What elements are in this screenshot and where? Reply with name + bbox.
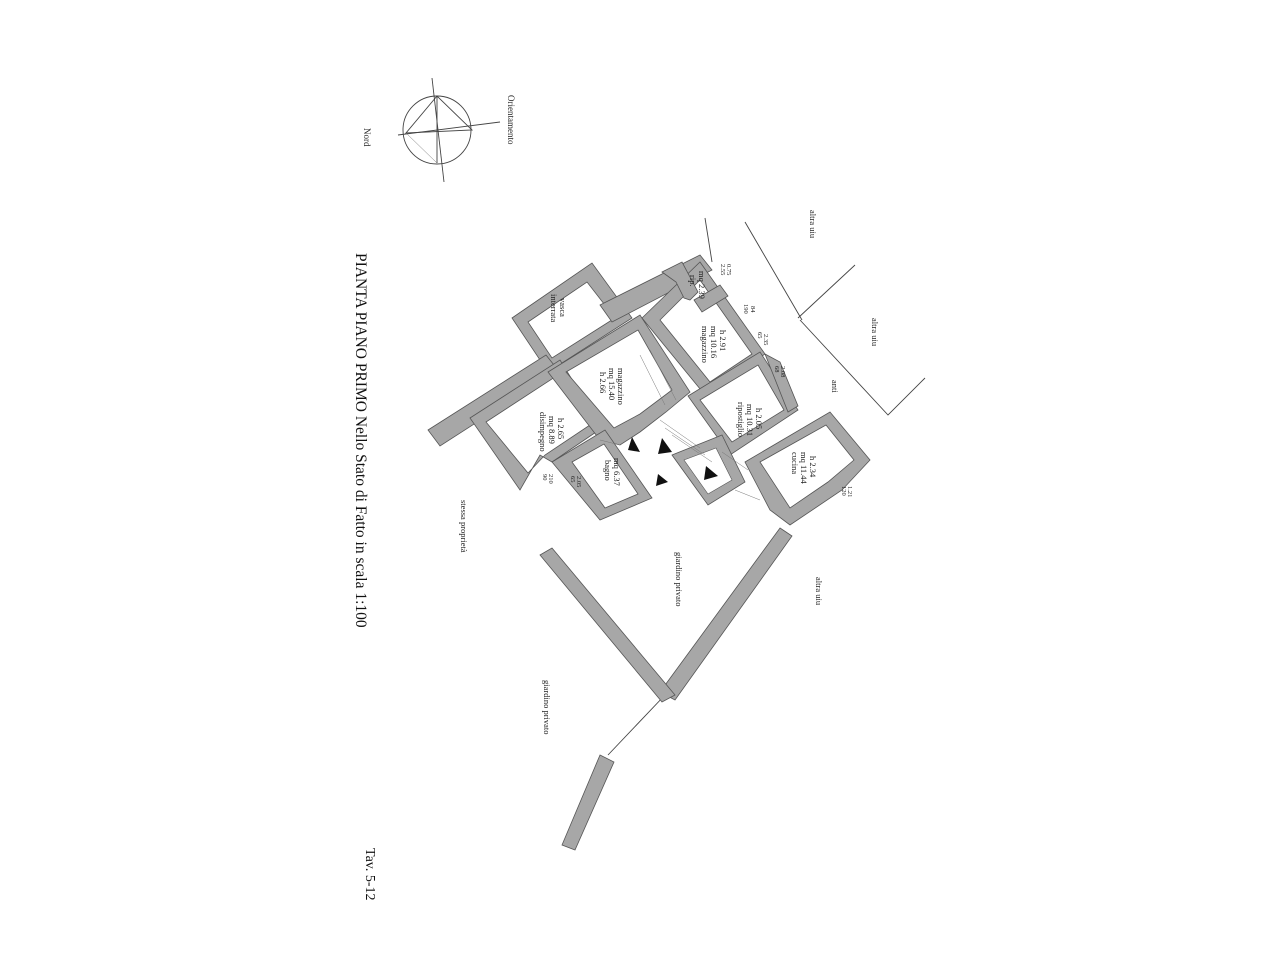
room-ripostiglio-area: mq 10.31 (745, 404, 755, 436)
room-cucina-area: mq 11.44 (799, 452, 809, 485)
stair-line-1 (639, 354, 666, 406)
label-stessa-proprieta: stessa proprietà (459, 500, 469, 553)
neighbour-boundary-b (797, 264, 856, 319)
room-magazzino-2-area: mq 15.40 (607, 368, 617, 400)
label-giardino-privato-2: giardino privato (542, 680, 552, 735)
dim-6: 2.35 (762, 334, 769, 345)
dim-8: 2.08 (779, 366, 786, 377)
plan-title: PIANTA PIANO PRIMO Nello Stato di Fatto … (352, 253, 369, 628)
dim-13: 120 (840, 486, 847, 496)
arrow-marker-2-icon (658, 438, 672, 454)
room-magazzino-1-h: h 2.91 (718, 330, 728, 351)
wall-cucina (744, 411, 871, 526)
wall-garden-left (539, 547, 676, 703)
compass-line-d (405, 132, 438, 164)
dim-11: 65 (569, 476, 576, 483)
room-rip-area: mq 2.39 (697, 271, 707, 299)
room-magazzino-2-h: h 2.66 (598, 372, 608, 393)
neighbour-boundary-c (799, 319, 926, 416)
dim-3: 84 (749, 306, 756, 313)
wall-disimpegno (469, 359, 603, 491)
label-altra-uiu-top: altra uiu (808, 210, 818, 239)
wall-rip-inner (693, 284, 729, 313)
direction-markers (628, 437, 718, 486)
north-label: Nord (362, 128, 372, 147)
dim-9: 90 (541, 474, 548, 481)
wall-bagno (551, 429, 653, 521)
room-ripostiglio-h: h 2.05 (754, 408, 764, 429)
stair-line-4 (664, 427, 706, 456)
context-labels: altra uiu altra uiu anti altra uiu stess… (459, 210, 880, 735)
room-bagno-name: bagno (603, 460, 613, 481)
arrow-marker-1-icon (628, 437, 640, 452)
door-line-1 (599, 439, 621, 446)
dim-1: 2.55 (719, 264, 726, 275)
room-magazzino-2-name: magazzino (616, 368, 626, 405)
stair-line-3 (659, 419, 701, 449)
stair-line-5 (671, 434, 713, 463)
room-cucina-name: cucina (790, 452, 800, 474)
label-altra-uiu-bottom: altra uiu (814, 577, 824, 606)
interior-details (599, 349, 761, 501)
room-disimpegno-name: disimpegno (538, 412, 548, 452)
compass-rose: Orientamento Nord (362, 77, 516, 183)
room-bagno-area: mq 6.37 (612, 458, 622, 486)
dim-12: 2.05 (575, 476, 582, 487)
room-disimpegno-area: mq 8.89 (547, 416, 557, 444)
dim-7: 68 (773, 366, 780, 373)
room-rip-name: rip. (688, 275, 698, 287)
room-labels: vasca interrata rip. mq 2.39 magazzino m… (538, 271, 818, 486)
room-cucina-h: h 2.34 (808, 456, 818, 478)
room-magazzino-1-area: mq 10.16 (709, 326, 719, 358)
compass-label: Orientamento (506, 95, 516, 145)
arrow-marker-4-icon (704, 466, 718, 480)
door-line-2 (721, 451, 749, 471)
label-giardino-privato-1: giardino privato (674, 552, 684, 607)
arrow-marker-3-icon (656, 474, 668, 486)
wall-ripostiglio (687, 351, 799, 456)
stair-line-2 (649, 349, 677, 401)
neighbour-boundary-a (744, 221, 803, 321)
dim-4: 190 (742, 304, 749, 314)
room-magazzino-1-name: magazzino (700, 326, 710, 363)
room-vasca-name: vasca (558, 298, 568, 317)
room-ripostiglio-name: ripostiglio (736, 402, 746, 437)
walls (427, 254, 871, 851)
dim-5: 65 (756, 332, 763, 339)
wall-lower-stub (561, 754, 615, 851)
dimension-labels: 2.55 0.75 84 190 65 2.35 68 2.08 90 210 … (541, 264, 853, 497)
dim-2: 0.75 (725, 264, 732, 275)
dim-10: 210 (547, 474, 554, 484)
room-disimpegno-h: h 2.65 (556, 418, 566, 439)
door-line-3 (734, 489, 761, 501)
wall-rip (661, 261, 699, 301)
compass-line-b (431, 77, 445, 183)
sheet-number: Tav. 5-12 (362, 848, 377, 901)
label-altra-uiu-right: altra uiu (870, 318, 880, 347)
north-arrow-icon (404, 95, 474, 134)
context-lines (607, 217, 926, 756)
label-anti: anti (830, 380, 840, 393)
garden-gate-line (607, 694, 666, 756)
neighbour-boundary-top (704, 217, 713, 263)
room-vasca-sub: interrata (549, 294, 559, 323)
dim-14: 1.21 (846, 486, 853, 497)
wall-anti (764, 353, 799, 413)
wall-garden-right (659, 527, 793, 701)
